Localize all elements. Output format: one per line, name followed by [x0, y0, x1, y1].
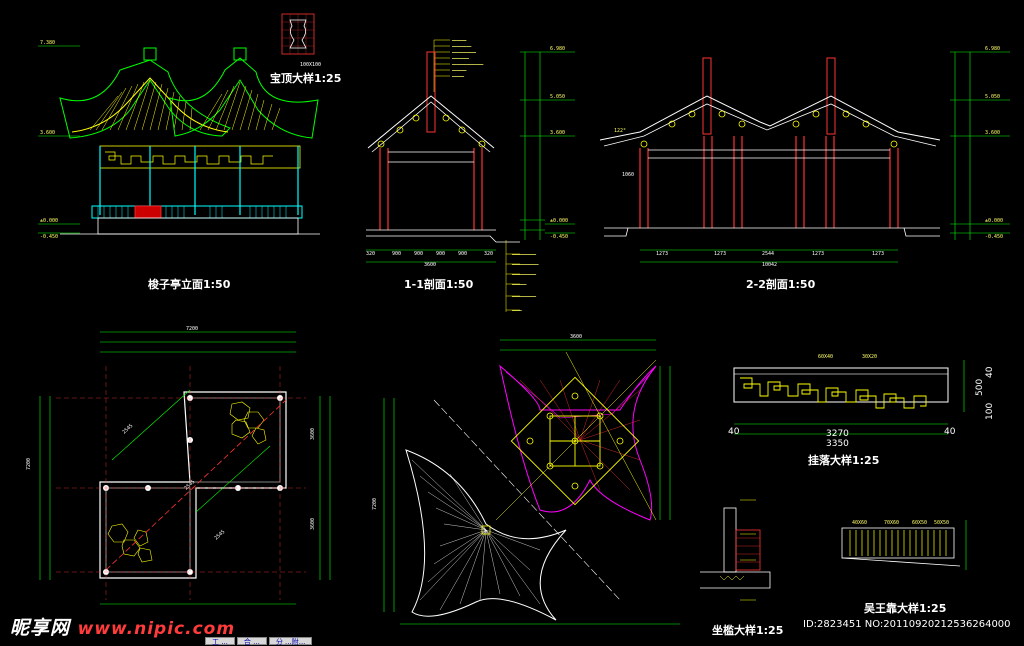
lattice-dim-total: 3350 — [826, 439, 849, 449]
bench-dim-d: 50X50 — [934, 520, 949, 526]
section-1-1: ━━━━━━━━━━━━━━ ━━━━━━━━━━━━━━━━━ ━━━━━━━… — [366, 38, 575, 313]
finial-dims: 100X100 — [300, 62, 321, 68]
svg-text:━━━━: ━━━━ — [511, 308, 522, 313]
svg-text:━━━━━: ━━━━━ — [451, 74, 465, 79]
cad-tab-bar: 工 ... 合 ... 分 ...附... — [205, 637, 313, 646]
elevation-view: 7.380 3.600 ±0.000 -0.450 — [38, 40, 320, 291]
section11-dim-5: 900 — [458, 251, 467, 257]
section22-dim-total: 10042 — [762, 262, 777, 268]
svg-text:━━━━━━: ━━━━━━ — [451, 68, 467, 73]
section22-dim-2: 1273 — [714, 251, 726, 257]
plan-diag-dim-3: 2545 — [213, 529, 226, 542]
svg-text:━━━━━━━: ━━━━━━━ — [451, 56, 469, 61]
plan-top-dim: 7200 — [186, 326, 198, 332]
lattice-title: 挂落大样1:25 — [808, 453, 879, 467]
section22-title: 2-2剖面1:50 — [746, 277, 816, 291]
lattice-dim-h2: 40 — [985, 366, 995, 378]
section11-dim-3: 900 — [414, 251, 423, 257]
section11-mark-top: 6.980 — [550, 46, 565, 52]
cad-tab-1[interactable]: 工 ... — [205, 637, 235, 646]
elevation-mark-eave: 3.600 — [40, 130, 55, 136]
plan-side-dim-right-1: 3600 — [310, 428, 316, 440]
bench-dim-b: 70X60 — [884, 520, 899, 526]
finial-title: 宝顶大样1:25 — [270, 71, 341, 85]
elevation-mark-base: -0.450 — [40, 234, 58, 240]
section22-dim-1: 1273 — [656, 251, 668, 257]
section22-dim-5: 1273 — [872, 251, 884, 257]
section22-mark-zero: ±0.000 — [985, 218, 1003, 224]
lattice-dim-height: 500 — [975, 379, 985, 396]
section22-dim-4: 1273 — [812, 251, 824, 257]
lattice-dim-h3: 100 — [985, 403, 995, 420]
section22-mark-top: 6.980 — [985, 46, 1000, 52]
section11-dim-1: 320 — [366, 251, 375, 257]
section11-mark-ridge: 5.050 — [550, 94, 565, 100]
roof-plan-top-dim: 3600 — [570, 334, 582, 340]
svg-text:━━━━━━━━━━━━━: ━━━━━━━━━━━━━ — [451, 62, 484, 67]
lattice-dim-left: 40 — [728, 427, 740, 437]
svg-text:━━━━━━: ━━━━━━ — [451, 38, 467, 43]
section11-dim-2: 900 — [392, 251, 401, 257]
lattice-dim-b: 30X20 — [862, 354, 877, 360]
plinth-detail: 坐槛大样1:25 — [700, 499, 783, 637]
section-2-2: 122° 1060 6.980 5.050 3.600 ±0.000 -0.45… — [599, 46, 1010, 291]
roof-plan: 3600 7200 — [372, 334, 680, 625]
lattice-dim-right: 40 — [944, 427, 956, 437]
image-id: ID:2823451 NO:20110920212536264000 — [803, 619, 1011, 630]
bench-detail: 40X60 70X60 60X50 50X50 吴王靠大样1:25 — [841, 520, 967, 615]
plinth-title: 坐槛大样1:25 — [712, 623, 783, 637]
watermark: 昵享网 www.nipic.com — [10, 613, 235, 640]
svg-text:━━━━━━━━: ━━━━━━━━ — [451, 44, 472, 49]
cad-tab-2[interactable]: 合 ... — [236, 637, 267, 646]
elevation-title: 梭子亭立面1:50 — [148, 277, 231, 291]
lattice-dim-a: 60X40 — [818, 354, 833, 360]
section22-mark-ridge: 5.050 — [985, 94, 1000, 100]
section22-angle: 122° — [614, 128, 626, 134]
elevation-mark-top: 7.380 — [40, 40, 55, 46]
section22-side-dim: 1060 — [622, 172, 634, 178]
section22-mark-base: -0.450 — [985, 234, 1003, 240]
bench-title: 吴王靠大样1:25 — [864, 601, 946, 615]
section11-dim-4: 900 — [436, 251, 445, 257]
svg-text:━━━━━━━━━━: ━━━━━━━━━━ — [451, 50, 477, 55]
section11-dim-total: 3600 — [424, 262, 436, 268]
plan-side-dim-left: 7200 — [26, 458, 32, 470]
bench-dim-a: 40X60 — [852, 520, 867, 526]
section11-dim-6: 320 — [484, 251, 493, 257]
svg-text:━━━━━━━━━━━: ━━━━━━━━━━━ — [511, 262, 539, 267]
plan-diag-dim-1: 2545 — [121, 423, 134, 436]
lattice-detail: 60X40 30X20 3270 3350 40 40 500 40 100 挂… — [728, 354, 995, 467]
section11-mark-zero: ±0.000 — [550, 218, 568, 224]
finial-detail: 100X100 宝顶大样1:25 — [270, 13, 341, 85]
elevation-mark-zero: ±0.000 — [40, 218, 58, 224]
roof-plan-side-dim: 7200 — [372, 498, 378, 510]
svg-text:━━━━━━━━━━: ━━━━━━━━━━ — [511, 294, 537, 299]
section22-mark-eave: 3.600 — [985, 130, 1000, 136]
watermark-url: www.nipic.com — [77, 619, 236, 639]
lattice-dim-span: 3270 — [826, 429, 849, 439]
plan-side-dim-right-2: 3600 — [310, 518, 316, 530]
cad-tab-3[interactable]: 分 ...附... — [268, 637, 313, 646]
section11-mark-eave: 3.600 — [550, 130, 565, 136]
section22-dim-3: 2544 — [762, 251, 774, 257]
bench-dim-c: 60X50 — [912, 520, 927, 526]
svg-text:━━━━━━: ━━━━━━ — [511, 282, 527, 287]
floor-plan: 7200 7200 3600 3600 2545 2545 2545 — [26, 326, 331, 605]
svg-text:━━━━━━━━━━: ━━━━━━━━━━ — [511, 272, 537, 277]
section11-title: 1-1剖面1:50 — [404, 277, 474, 291]
section11-mark-base: -0.450 — [550, 234, 568, 240]
watermark-brand: 昵享网 — [10, 617, 71, 639]
svg-text:━━━━━━━━━━: ━━━━━━━━━━ — [511, 252, 537, 257]
